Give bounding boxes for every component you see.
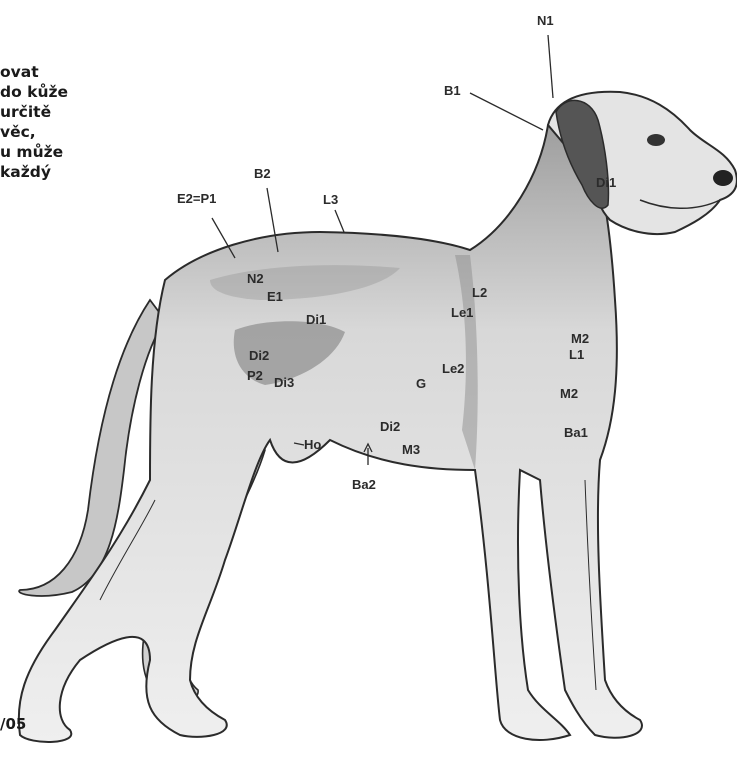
page-number: /05 bbox=[0, 715, 26, 733]
point-label-L1: L1 bbox=[569, 348, 584, 362]
point-label-L2: L2 bbox=[472, 286, 487, 300]
point-label-G: G bbox=[416, 377, 426, 391]
point-label-Le1: Le1 bbox=[451, 306, 473, 320]
point-label-Di1: Di1 bbox=[306, 313, 326, 327]
side-text-line: každý bbox=[0, 162, 68, 182]
point-label-L3: L3 bbox=[323, 193, 338, 207]
point-label-M2-lower: M2 bbox=[560, 387, 578, 401]
side-text-block: ovat do kůže určitě věc, u může každý bbox=[0, 62, 68, 182]
point-label-N1: N1 bbox=[537, 14, 554, 28]
point-label-Ba2: Ba2 bbox=[352, 478, 376, 492]
leader-L3 bbox=[335, 210, 344, 232]
point-label-N2: N2 bbox=[247, 272, 264, 286]
side-text-line: do kůže bbox=[0, 82, 68, 102]
point-label-P2: P2 bbox=[247, 369, 263, 383]
dog-nose bbox=[713, 170, 733, 186]
leader-N1 bbox=[548, 35, 553, 98]
point-label-E1: E1 bbox=[267, 290, 283, 304]
leader-B1 bbox=[470, 93, 543, 130]
point-label-Ho: Ho bbox=[304, 438, 321, 452]
side-text-line: věc, bbox=[0, 122, 68, 142]
point-label-Di1-head: Di1 bbox=[596, 176, 616, 190]
point-label-M3: M3 bbox=[402, 443, 420, 457]
point-label-Le2: Le2 bbox=[442, 362, 464, 376]
point-label-M2: M2 bbox=[571, 332, 589, 346]
dog-eye bbox=[647, 134, 665, 146]
side-text-line: určitě bbox=[0, 102, 68, 122]
point-label-Di2-lower: Di2 bbox=[380, 420, 400, 434]
point-label-Di2: Di2 bbox=[249, 349, 269, 363]
point-label-Ba1: Ba1 bbox=[564, 426, 588, 440]
point-label-B1: B1 bbox=[444, 84, 461, 98]
point-label-B2: B2 bbox=[254, 167, 271, 181]
side-text-line: u může bbox=[0, 142, 68, 162]
point-label-Di3: Di3 bbox=[274, 376, 294, 390]
point-label-E2-P1: E2=P1 bbox=[177, 192, 216, 206]
side-text-line: ovat bbox=[0, 62, 68, 82]
